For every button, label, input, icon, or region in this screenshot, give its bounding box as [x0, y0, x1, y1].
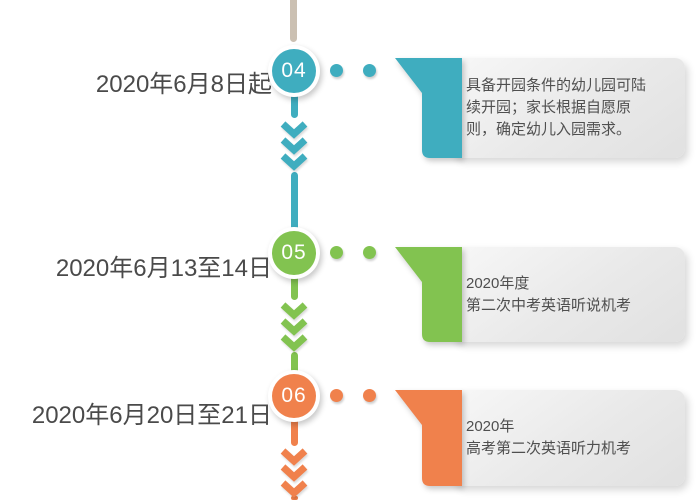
flag-banner: [395, 58, 462, 158]
connector-line: [291, 496, 298, 500]
connector-line: [291, 352, 298, 374]
step-number: 06: [281, 384, 307, 407]
timeline-dot: [363, 389, 376, 402]
card-text: 2020年度 第二次中考英语听说机考: [466, 274, 632, 314]
step-number: 05: [281, 241, 307, 264]
connector-stub-line: [291, 418, 298, 446]
flag-banner: [395, 390, 462, 486]
flag-banner: [395, 247, 462, 342]
info-card: 具备开园条件的幼儿园可陆 续开园；家长根据自愿原 则，确定幼儿入园需求。: [453, 58, 685, 158]
timeline-dot: [330, 64, 343, 77]
timeline-dot: [330, 389, 343, 402]
connector-stub-line: [291, 92, 298, 118]
chevron-down-icon: [280, 448, 308, 498]
card-text: 具备开园条件的幼儿园可陆 续开园；家长根据自愿原 则，确定幼儿入园需求。: [466, 77, 647, 138]
date-label: 2020年6月20日至21日: [31, 402, 272, 429]
connector-line: [291, 172, 298, 232]
step-circle: 05: [268, 227, 320, 279]
step-number: 04: [281, 59, 307, 82]
chevron-down-icon: [280, 302, 308, 352]
timeline-dot: [363, 246, 376, 259]
timeline-dot: [330, 246, 343, 259]
timeline-axis-top-line: [290, 0, 297, 42]
timeline-dot: [363, 64, 376, 77]
date-label: 2020年6月8日起: [95, 71, 272, 98]
chevron-down-icon: [280, 121, 308, 171]
step-circle-fill: 04: [272, 49, 316, 93]
step-circle: 06: [268, 370, 320, 422]
step-circle: 04: [268, 45, 320, 97]
info-card: 2020年度 第二次中考英语听说机考: [453, 247, 685, 342]
connector-stub-line: [291, 274, 298, 300]
date-label: 2020年6月13至14日: [55, 255, 272, 282]
info-card: 2020年 高考第二次英语听力机考: [453, 390, 685, 486]
card-text: 2020年 高考第二次英语听力机考: [466, 418, 632, 457]
step-circle-fill: 05: [272, 231, 316, 275]
step-circle-fill: 06: [272, 374, 316, 418]
